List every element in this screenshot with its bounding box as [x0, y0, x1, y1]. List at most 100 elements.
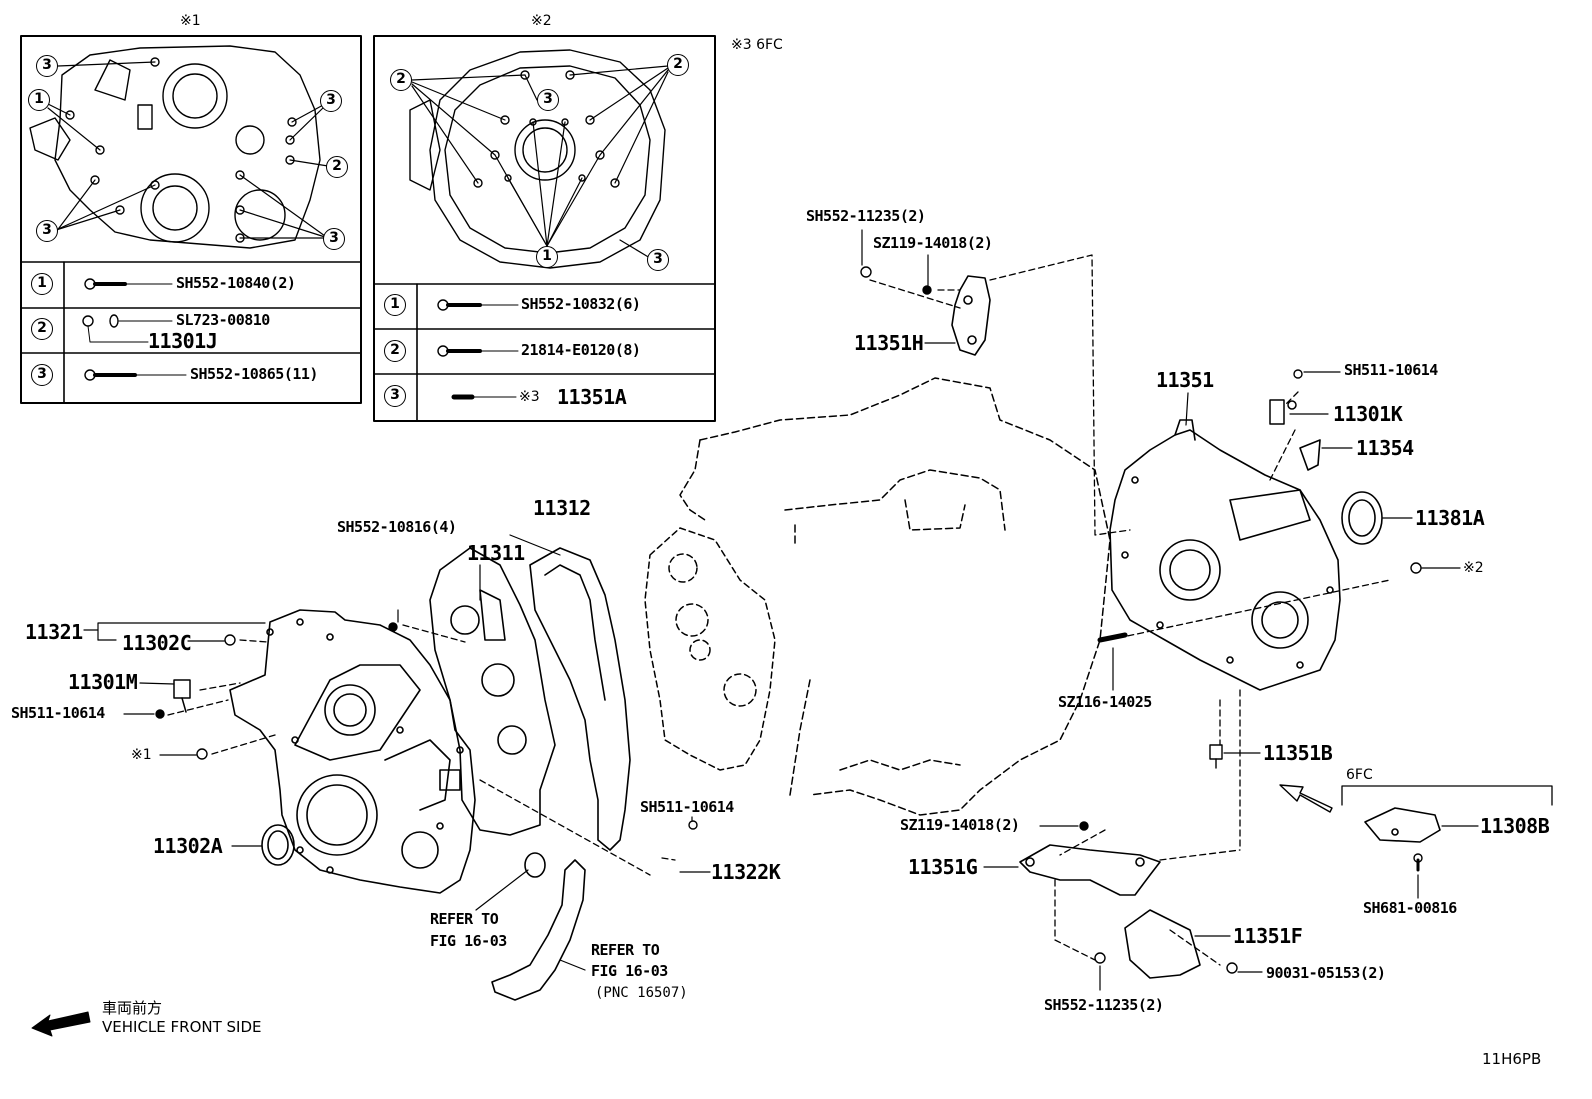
label-6fc: 6FC: [1346, 767, 1373, 783]
inset2-frame: [373, 35, 716, 422]
inset2-row2-num: 2: [384, 340, 406, 362]
label-sz119-14018-top: SZ119-14018(2): [873, 234, 993, 252]
inset1-row1-part: SH552-10840(2): [176, 274, 296, 292]
label-sh511-10614-mid: SH511-10614: [640, 798, 734, 816]
dashed-leaders: [167, 254, 1391, 966]
label-11312: 11312: [533, 496, 591, 520]
bracket-11351H: [951, 275, 991, 356]
inset2-row2-part: 21814-E0120(8): [521, 341, 641, 359]
label-front-jp: 車両前方: [102, 999, 163, 1017]
label-11308B: 11308B: [1480, 814, 1550, 838]
inset1-row3-num: 3: [31, 364, 53, 386]
label-90031-05153: 90031-05153(2): [1266, 964, 1386, 982]
timing-case-outline: [644, 527, 776, 771]
oil-seal-11302A: [261, 824, 295, 866]
label-ref1: ※1: [131, 747, 152, 763]
view-arrow: [1279, 784, 1333, 813]
inset1-row3-part: SH552-10865(11): [190, 365, 318, 383]
label-refer2-b: FIG 16-03: [591, 962, 668, 980]
cover-11308B: [1364, 807, 1441, 872]
inset1-callout-3: 3: [36, 55, 58, 77]
stud-SZ116: [1097, 632, 1128, 643]
label-sz119-14018-bottom: SZ119-14018(2): [900, 816, 1020, 834]
label-refer1-a: REFER TO: [430, 910, 499, 928]
label-sh552-11235-top: SH552-11235(2): [806, 207, 926, 225]
label-11351B: 11351B: [1263, 741, 1333, 765]
label-11351G: 11351G: [908, 855, 978, 879]
diagram-id: 11H6PB: [1482, 1050, 1542, 1068]
label-11354: 11354: [1356, 436, 1414, 460]
label-sh552-11235-bottom: SH552-11235(2): [1044, 996, 1164, 1014]
flywheel-housing-11351: [1109, 419, 1341, 691]
front-arrow: [31, 1011, 91, 1037]
label-11301M: 11301M: [68, 670, 138, 694]
inset2-row-icons: [437, 299, 519, 400]
inset1-frame: [20, 35, 362, 404]
inset1-cover-drawing: [29, 45, 321, 249]
label-ref2: ※2: [1463, 560, 1484, 576]
label-11311: 11311: [467, 541, 525, 565]
inset1-callout-3b: 3: [320, 90, 342, 112]
o-ring: [524, 852, 546, 878]
inset1-callout-1: 1: [28, 89, 50, 111]
label-11321: 11321: [25, 620, 83, 644]
oil-seal-11381A: [1341, 491, 1383, 545]
inset2-callout-2: 2: [390, 69, 412, 91]
inset2-callout-2b: 2: [667, 54, 689, 76]
label-11301K: 11301K: [1333, 402, 1403, 426]
inset2-row1-part: SH552-10832(6): [521, 295, 641, 313]
label-front-en: VEHICLE FRONT SIDE: [102, 1018, 262, 1036]
cap-11354: [1299, 439, 1321, 471]
inset2-leaders: [411, 65, 669, 259]
inset2-callout-3b: 3: [647, 249, 669, 271]
bracket-11351G: [1019, 844, 1161, 896]
inset1-leaders: [47, 61, 329, 239]
inset2-callout-1: 1: [536, 246, 558, 268]
label-11351H: 11351H: [854, 331, 924, 355]
inset1-callout-3d: 3: [323, 228, 345, 250]
inset1-callout-3c: 3: [36, 220, 58, 242]
inset1-row2-part: SL723-00810: [176, 311, 270, 329]
label-refer1-b: FIG 16-03: [430, 932, 507, 950]
inset2-callout-3: 3: [537, 89, 559, 111]
label-sz116-14025: SZ116-14025: [1058, 693, 1152, 711]
plate-11311: [429, 547, 556, 836]
label-11302A: 11302A: [153, 834, 223, 858]
bracket-6fc: [1341, 785, 1553, 806]
inset1-row2-part2: 11301J: [148, 329, 218, 353]
label-11351F: 11351F: [1233, 924, 1303, 948]
label-11381A: 11381A: [1415, 506, 1485, 530]
inset2-header: ※2: [531, 13, 552, 29]
plug-11351B: [1209, 744, 1223, 769]
label-sh552-10816: SH552-10816(4): [337, 518, 457, 536]
label-11322K: 11322K: [711, 860, 781, 884]
sensor-11301K: [1269, 399, 1297, 425]
label-11302C: 11302C: [122, 631, 192, 655]
sensor-11301M: [173, 679, 191, 713]
gear-case-11321: [229, 609, 476, 894]
inset2-row3-prefix: ※3: [519, 389, 540, 405]
inset2-housing-drawing: [409, 49, 666, 269]
label-sh681-00816: SH681-00816: [1363, 899, 1457, 917]
gasket-11312: [529, 547, 631, 851]
note-6fc: ※3 6FC: [731, 37, 783, 53]
inset2-row3-part: 11351A: [557, 385, 627, 409]
inset1-callout-2: 2: [326, 156, 348, 178]
label-refer2-c: (PNC 16507): [595, 985, 688, 1001]
label-refer2-a: REFER TO: [591, 941, 660, 959]
label-11351: 11351: [1156, 368, 1214, 392]
inset2-row1-num: 1: [384, 294, 406, 316]
engine-block-outline: [679, 377, 1111, 816]
inset1-header: ※1: [180, 13, 201, 29]
label-sh511-10614-left: SH511-10614: [11, 704, 105, 722]
solid-leaders: [83, 229, 1479, 991]
inset2-row3-num: 3: [384, 385, 406, 407]
inset1-row1-num: 1: [31, 273, 53, 295]
inset1-row2-num: 2: [31, 318, 53, 340]
label-sh511-10614-right: SH511-10614: [1344, 361, 1438, 379]
pipe-16507: [491, 859, 586, 1001]
bracket-11351F: [1124, 909, 1201, 979]
inset1-row-icons: [82, 278, 187, 381]
